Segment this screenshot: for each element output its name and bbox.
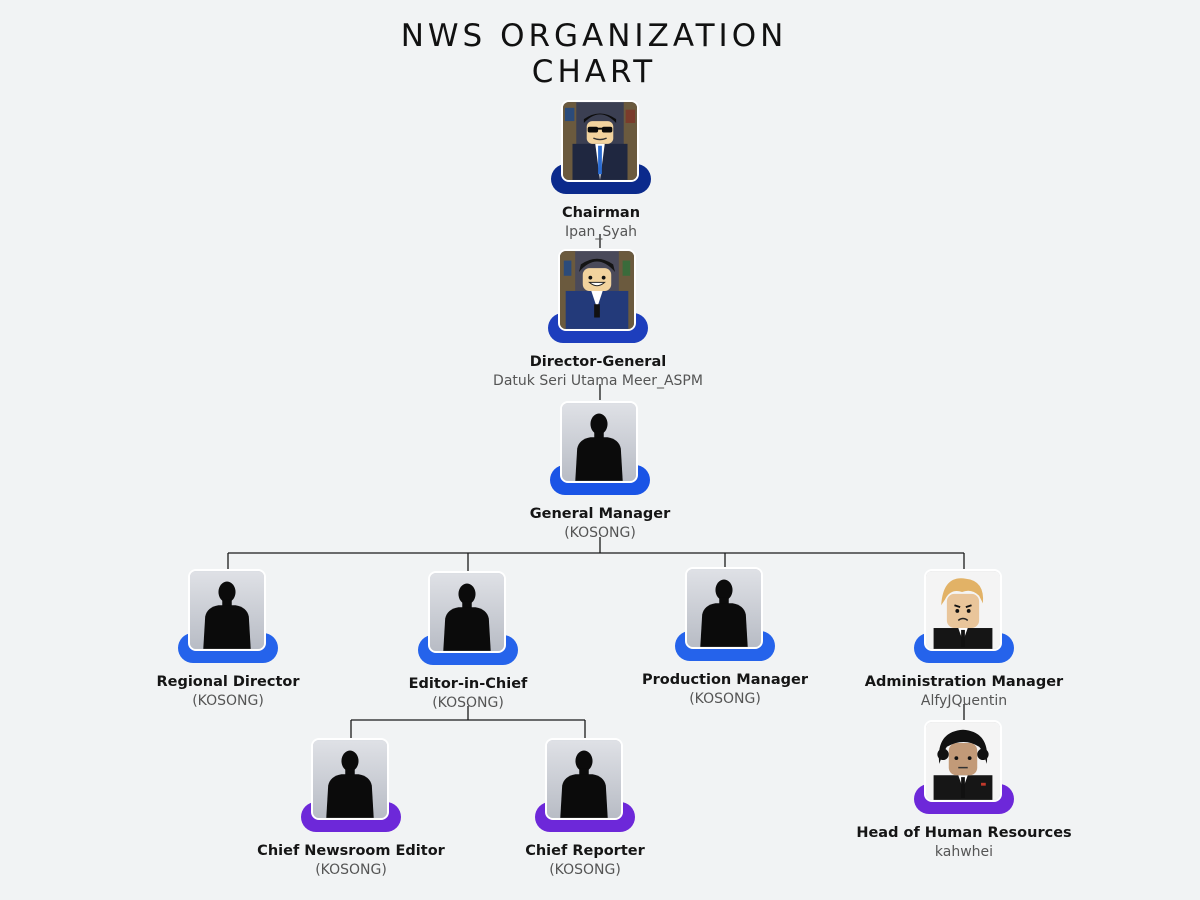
node-role: Director-General (529, 354, 667, 370)
silhouette-icon (428, 571, 506, 653)
node-role: Editor-in-Chief (408, 676, 528, 692)
node-name: Ipan_Syah (564, 224, 638, 240)
node-role: General Manager (529, 506, 671, 522)
silhouette-icon (545, 738, 623, 820)
node-name: (KOSONG) (192, 693, 264, 709)
avatar-curly-hair-icon (924, 720, 1002, 802)
chart-title: NWS ORGANIZATION CHART (0, 18, 1188, 90)
node-name: (KOSONG) (689, 691, 761, 707)
node-name: kahwhei (934, 844, 994, 860)
avatar-sunglasses-suit-icon (561, 100, 639, 182)
chart-title-line-2: CHART (531, 54, 657, 90)
node-name: AlfyJQuentin (920, 693, 1008, 709)
node-chief-reporter[interactable]: Chief Reporter (KOSONG) (455, 738, 715, 879)
node-name: (KOSONG) (432, 695, 504, 711)
chart-title-line-1: NWS ORGANIZATION (400, 18, 788, 54)
node-director-general[interactable]: Director-General Datuk Seri Utama Meer_A… (468, 249, 728, 390)
node-name: Datuk Seri Utama Meer_ASPM (493, 373, 703, 389)
node-role: Administration Manager (864, 674, 1064, 690)
node-general-manager[interactable]: General Manager (KOSONG) (470, 401, 730, 542)
node-role: Chief Newsroom Editor (257, 843, 445, 859)
silhouette-icon (311, 738, 389, 820)
node-chairman[interactable]: Chairman Ipan_Syah (471, 100, 731, 241)
node-role: Chief Reporter (525, 843, 645, 859)
silhouette-icon (188, 569, 266, 651)
node-regional-director[interactable]: Regional Director (KOSONG) (98, 569, 358, 710)
silhouette-icon (685, 567, 763, 649)
avatar-smiling-suit-icon (558, 249, 636, 331)
node-role: Regional Director (156, 674, 300, 690)
node-role: Chairman (561, 205, 641, 221)
node-name: (KOSONG) (549, 862, 621, 878)
node-production-manager[interactable]: Production Manager (KOSONG) (595, 567, 855, 708)
avatar-blonde-icon (924, 569, 1002, 651)
node-editor-in-chief[interactable]: Editor-in-Chief (KOSONG) (338, 571, 598, 712)
node-administration-manager[interactable]: Administration Manager AlfyJQuentin (834, 569, 1094, 710)
node-head-of-human-resources[interactable]: Head of Human Resources kahwhei (834, 720, 1094, 861)
silhouette-icon (560, 401, 638, 483)
node-chief-newsroom-editor[interactable]: Chief Newsroom Editor (KOSONG) (221, 738, 481, 879)
node-name: (KOSONG) (564, 525, 636, 541)
node-role: Production Manager (642, 672, 808, 688)
node-name: (KOSONG) (315, 862, 387, 878)
node-role: Head of Human Resources (856, 825, 1072, 841)
